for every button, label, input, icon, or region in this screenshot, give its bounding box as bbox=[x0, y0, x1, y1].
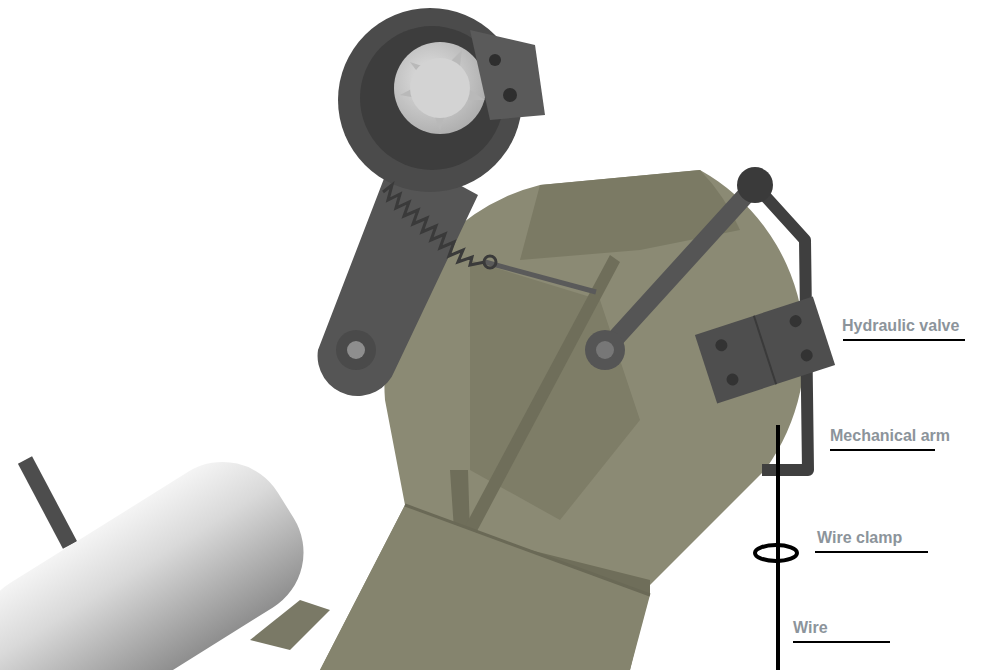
valve-seam bbox=[754, 316, 776, 384]
label-underline bbox=[793, 641, 890, 643]
chute bbox=[320, 505, 650, 670]
spring-rod bbox=[485, 262, 596, 292]
part-label: Wire clamp bbox=[817, 528, 902, 548]
wire bbox=[776, 425, 780, 670]
valve-bolt bbox=[799, 348, 814, 363]
valve-bolt bbox=[714, 338, 729, 353]
bracket-bolt bbox=[503, 88, 517, 102]
wire-clamp bbox=[755, 545, 797, 561]
part-label: Mechanical arm bbox=[830, 426, 950, 446]
part-label: Hydraulic valve bbox=[842, 316, 959, 336]
valve-bolt bbox=[788, 314, 803, 329]
hub-star bbox=[400, 50, 485, 130]
bracket-bolt bbox=[489, 54, 501, 66]
arm-pivot bbox=[336, 330, 376, 370]
hydraulic-valve bbox=[695, 297, 835, 404]
gas-cylinder bbox=[0, 437, 328, 670]
cylinder-body bbox=[0, 437, 328, 670]
frame-strut bbox=[455, 255, 620, 548]
chute-edge bbox=[405, 505, 650, 595]
spring-eye bbox=[484, 256, 496, 268]
label-underline bbox=[815, 551, 928, 553]
arm-pin bbox=[347, 341, 365, 359]
label-underline bbox=[830, 449, 935, 451]
hub-cap bbox=[410, 58, 470, 118]
label-underline bbox=[843, 339, 965, 341]
tension-spring bbox=[383, 185, 485, 265]
pivot-cap bbox=[596, 341, 614, 359]
arm-knob bbox=[737, 167, 773, 203]
valve-body bbox=[695, 297, 835, 404]
valve-bolt bbox=[725, 372, 740, 387]
lever-pivot bbox=[585, 330, 625, 370]
part-label: Wire bbox=[793, 618, 828, 638]
wheel-bracket bbox=[470, 30, 545, 120]
cylinder-rod bbox=[25, 460, 70, 545]
wheel-hub bbox=[394, 42, 486, 134]
